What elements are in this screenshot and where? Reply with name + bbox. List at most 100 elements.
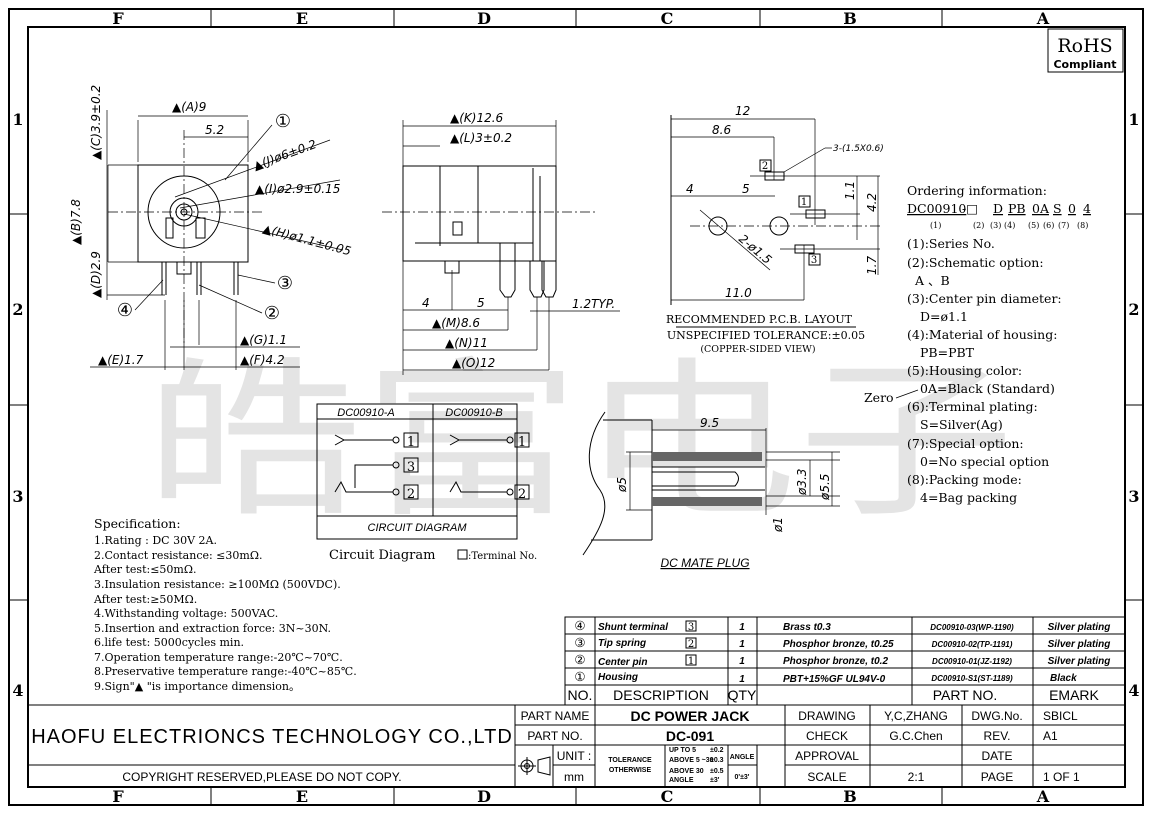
svg-text:3: 3 [688,622,694,633]
svg-text:4=Bag packing: 4=Bag packing [920,490,1017,505]
svg-text:5: 5 [742,182,750,196]
svg-text:1: 1 [407,435,415,450]
svg-text:E: E [296,9,308,28]
svg-text:REV.: REV. [984,729,1011,743]
parts-row: ④ Shunt terminal 3 1 Brass t0.3 DC00910-… [574,618,1110,633]
svg-text:1.7: 1.7 [865,256,879,275]
svg-text:①: ① [574,669,585,684]
svg-text:G.C.Chen: G.C.Chen [889,729,942,743]
svg-text:A: A [1036,787,1050,806]
svg-text:ABOVE 5 ~30: ABOVE 5 ~30 [669,757,714,764]
svg-text:D: D [477,9,491,28]
svg-text:8.Preservative temperature ran: 8.Preservative temperature range:-40℃~85… [94,665,357,678]
svg-text:9.5: 9.5 [700,416,719,430]
svg-text:2: 2 [762,161,768,172]
svg-text:After test:≥50MΩ.: After test:≥50MΩ. [93,593,197,606]
svg-text:CHECK: CHECK [806,729,848,743]
specification: Specification: 1.Rating : DC 30V 2A. 2.C… [93,516,357,693]
svg-text:▲(G)1.1: ▲(G)1.1 [240,333,287,347]
svg-text:A1: A1 [1043,729,1058,743]
svg-text:4: 4 [1083,201,1091,216]
svg-text:Silver plating: Silver plating [1048,656,1111,667]
svg-text:(4): (4) [1004,221,1015,230]
svg-text:±0.3: ±0.3 [710,757,724,764]
svg-text:UNIT :: UNIT : [557,749,591,763]
svg-text:F: F [112,9,124,28]
svg-text:1: 1 [12,110,23,129]
svg-text:1: 1 [739,656,745,667]
svg-text:PART NO.: PART NO. [527,729,582,743]
svg-text:(3):Center pin diameter:: (3):Center pin diameter: [907,291,1062,306]
svg-text:(8): (8) [1077,221,1088,230]
svg-text:5.2: 5.2 [205,123,224,137]
svg-text:Tip spring: Tip spring [598,638,646,649]
svg-text:ANGLE: ANGLE [730,754,755,761]
svg-text:D: D [477,787,491,806]
svg-text:PBT+15%GF UL94V-0: PBT+15%GF UL94V-0 [783,674,886,685]
svg-text:4: 4 [12,681,23,700]
sheet-frame [8,8,1144,806]
svg-text:DC00910-03(WP-1190): DC00910-03(WP-1190) [930,623,1014,632]
svg-text:1: 1 [801,197,807,208]
svg-text:3: 3 [12,487,23,506]
svg-text:mm: mm [564,770,584,784]
svg-text:ø5: ø5 [615,477,629,493]
svg-text:A: A [1036,9,1050,28]
svg-text:NO.: NO. [568,687,593,703]
svg-text:Phosphor bronze, t0.2: Phosphor bronze, t0.2 [783,656,888,667]
svg-text:4: 4 [1128,681,1139,700]
svg-text:6.life test: 5000cycles min.: 6.life test: 5000cycles min. [94,636,244,649]
svg-text:▲(L)3±0.2: ▲(L)3±0.2 [450,131,512,145]
svg-text:▲(I)ø2.9±0.15: ▲(I)ø2.9±0.15 [255,182,340,196]
pcb-layout: 2 1 3 12 8.6 4 5 11.0 3-(1.5X0.6) 2-ø1.5… [666,104,884,355]
svg-text:④: ④ [574,618,585,633]
circuit-diagram: DC00910-A DC00910-B 1 3 2 1 2 CIRCUIT DI… [316,403,537,563]
title-block: HAOFU ELECTRIONCS TECHNOLOGY CO.,LTD COP… [28,704,1125,787]
svg-text:3: 3 [1128,487,1139,506]
svg-text:2: 2 [518,487,526,502]
parts-row: ① Housing 1 PBT+15%GF UL94V-0 DC00910-S1… [574,669,1077,685]
svg-text:SCALE: SCALE [807,770,846,784]
svg-text:▲(B)7.8: ▲(B)7.8 [69,199,83,245]
svg-text:Silver plating: Silver plating [1048,622,1111,633]
svg-text:8.6: 8.6 [712,123,731,137]
svg-text:1: 1 [739,639,745,650]
svg-text:-□: -□ [962,201,978,216]
svg-text:B: B [843,9,857,28]
svg-text:DC00910-02(TP-1191): DC00910-02(TP-1191) [932,640,1013,649]
svg-text:S: S [1053,201,1062,216]
svg-text:(7): (7) [1058,221,1069,230]
svg-text:1: 1 [739,622,745,633]
svg-text:7.Operation temperature range:: 7.Operation temperature range:-20℃~70℃. [94,651,343,664]
svg-text:DRAWING: DRAWING [798,709,856,723]
svg-text:皓富电子: 皓富电子 [145,343,1015,541]
svg-text:PB=PBT: PB=PBT [920,345,975,360]
svg-text:▲(M)8.6: ▲(M)8.6 [432,316,480,330]
svg-text:DATE: DATE [981,749,1012,763]
svg-text:1.Rating : DC 30V 2A.: 1.Rating : DC 30V 2A. [94,534,217,547]
svg-text:UP TO 5: UP TO 5 [669,747,696,754]
svg-text:PART NAME: PART NAME [521,709,590,723]
svg-text:2: 2 [1128,300,1139,319]
side-view: ▲(K)12.6 ▲(L)3±0.2 4 5 ▲(M)8.6 ▲(N)11 ▲(… [382,111,620,375]
svg-text:②: ② [574,652,585,667]
svg-text:DC POWER JACK: DC POWER JACK [630,708,749,724]
svg-text:(8):Packing mode:: (8):Packing mode: [907,472,1022,487]
svg-text:Specification:: Specification: [94,516,181,531]
svg-text:DC00910-B: DC00910-B [445,407,502,419]
parts-header: NO. DESCRIPTION QTY PART NO. EMARK [568,687,1100,703]
svg-text:▲(J)ø6±0.2: ▲(J)ø6±0.2 [251,137,318,173]
svg-text:0A: 0A [1032,201,1050,216]
svg-text:CIRCUIT DIAGRAM: CIRCUIT DIAGRAM [368,522,468,534]
svg-text:(2):Schematic option:: (2):Schematic option: [907,255,1044,270]
svg-text:2.Contact resistance: ≤30mΩ.: 2.Contact resistance: ≤30mΩ. [94,549,262,562]
projection-symbol-icon [518,756,551,776]
svg-text:2-ø1.5: 2-ø1.5 [736,232,774,267]
svg-text:4.2: 4.2 [865,193,879,212]
svg-text:B: B [843,787,857,806]
svg-text:1: 1 [1128,110,1139,129]
svg-text:Phosphor bronze, t0.25: Phosphor bronze, t0.25 [783,639,894,650]
svg-text:Silver plating: Silver plating [1048,639,1111,650]
svg-text:D=ø1.1: D=ø1.1 [920,309,968,324]
svg-text:0=No special option: 0=No special option [920,454,1049,469]
